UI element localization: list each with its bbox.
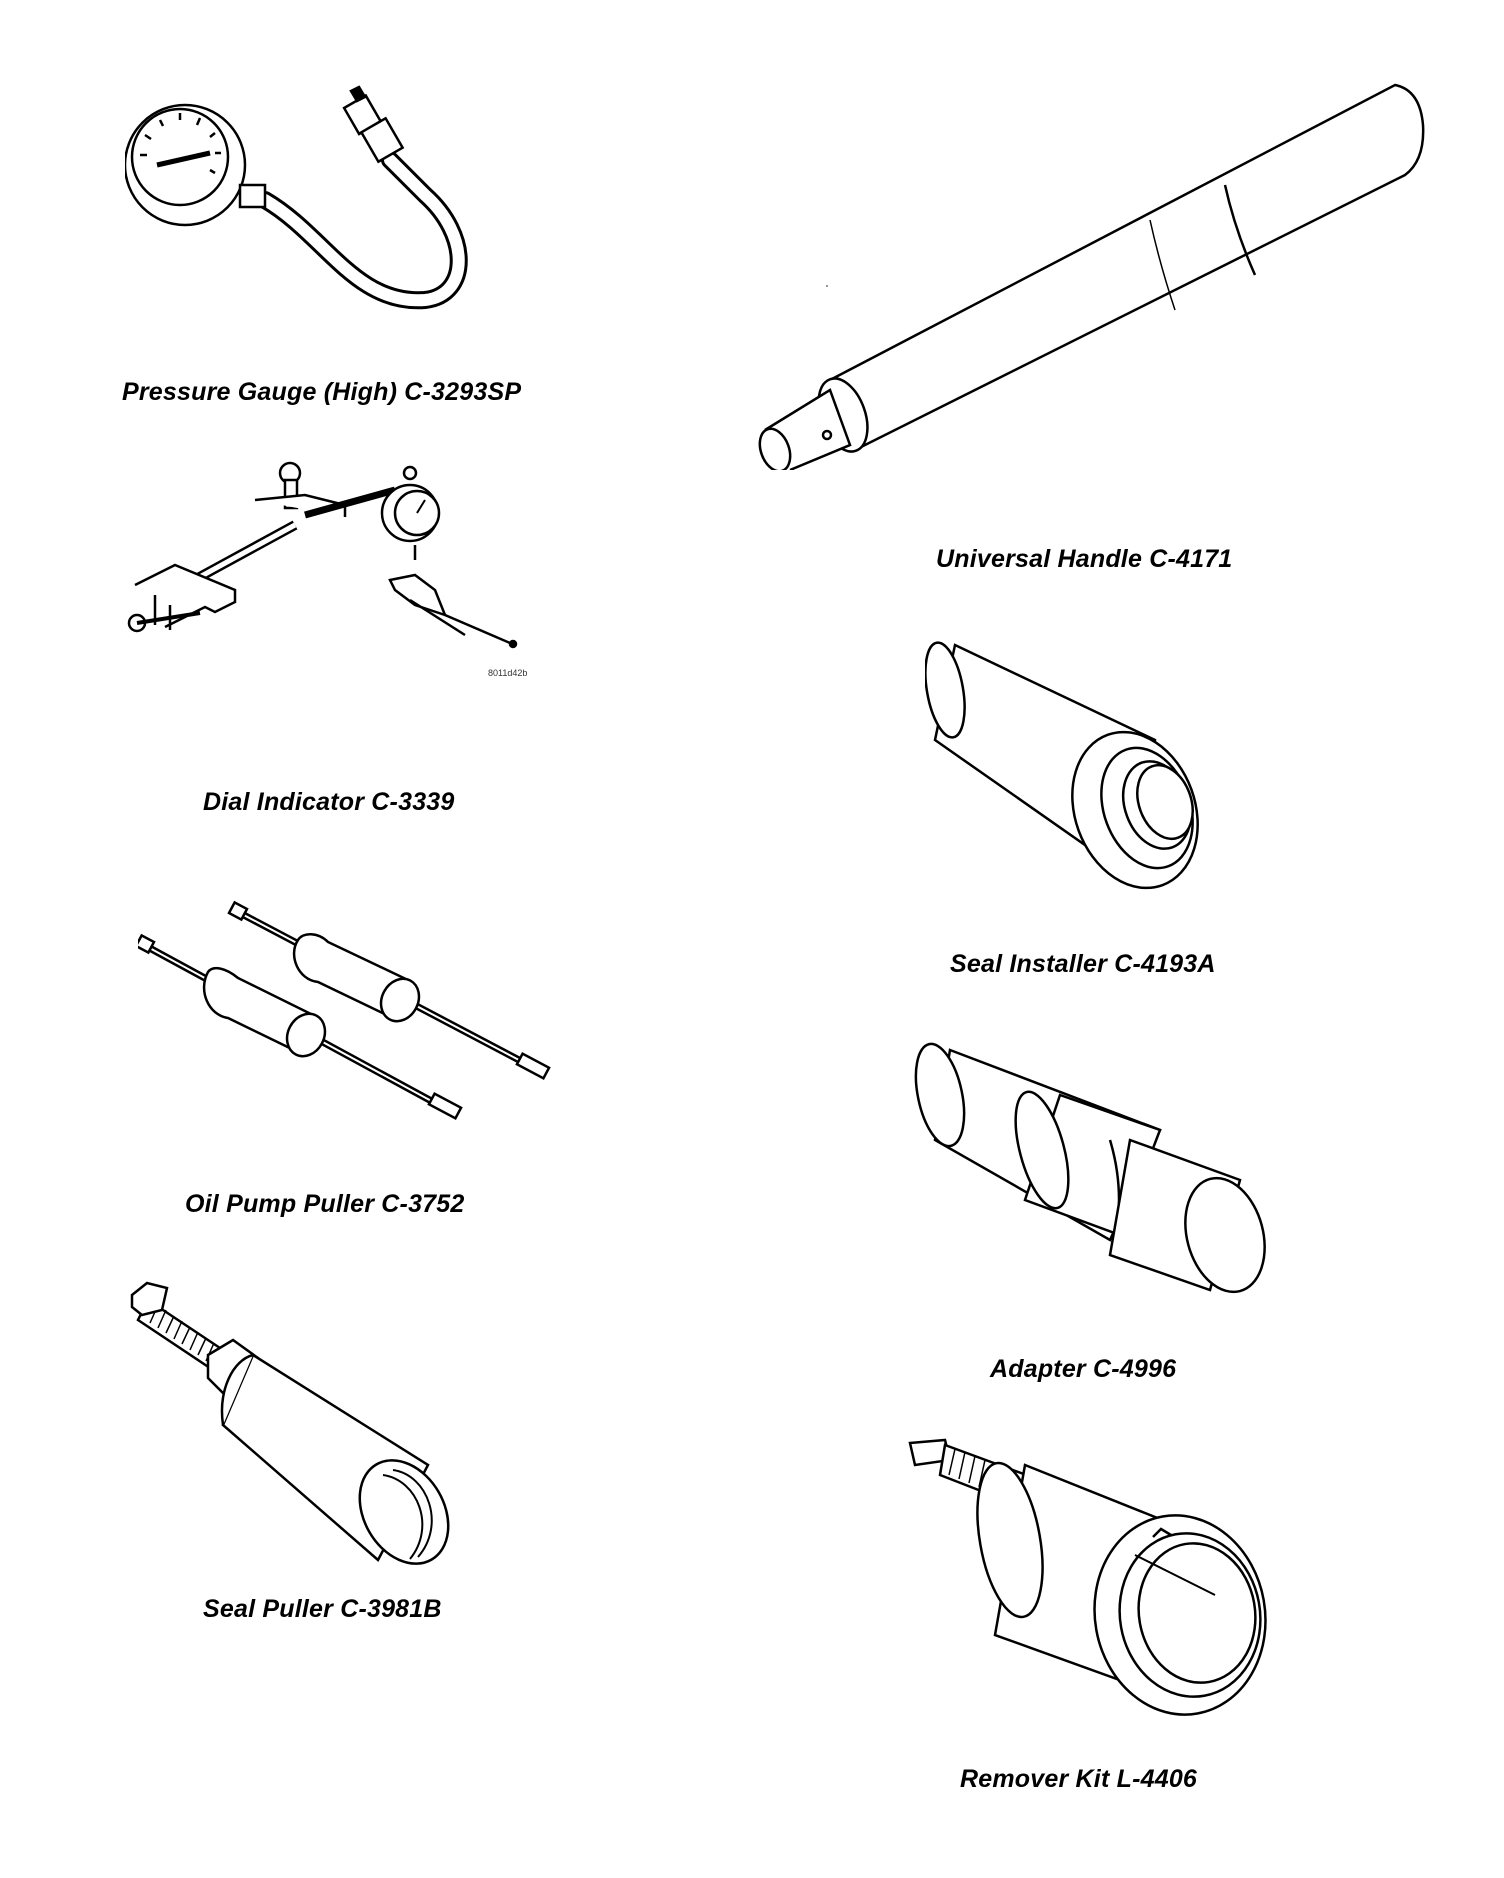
dial-indicator-illustration	[125, 455, 545, 665]
figure-code: 8011d42b	[488, 668, 528, 678]
oil-pump-puller-illustration	[138, 900, 558, 1130]
caption-pressure-gauge: Pressure Gauge (High) C-3293SP	[122, 378, 522, 406]
pressure-gauge-illustration	[125, 85, 475, 325]
caption-dial-indicator: Dial Indicator C-3339	[203, 788, 455, 816]
caption-universal-handle: Universal Handle C-4171	[936, 545, 1233, 573]
caption-seal-installer: Seal Installer C-4193A	[950, 950, 1216, 978]
remover-kit-illustration	[905, 1435, 1305, 1745]
adapter-illustration	[910, 1030, 1280, 1310]
hairline	[826, 285, 828, 287]
caption-oil-pump-puller: Oil Pump Puller C-3752	[185, 1190, 465, 1218]
seal-puller-illustration	[128, 1275, 548, 1575]
caption-seal-puller: Seal Puller C-3981B	[203, 1595, 442, 1623]
caption-adapter: Adapter C-4996	[990, 1355, 1177, 1383]
universal-handle-illustration	[755, 50, 1435, 470]
seal-installer-illustration	[925, 630, 1285, 900]
caption-remover-kit: Remover Kit L-4406	[960, 1765, 1198, 1793]
